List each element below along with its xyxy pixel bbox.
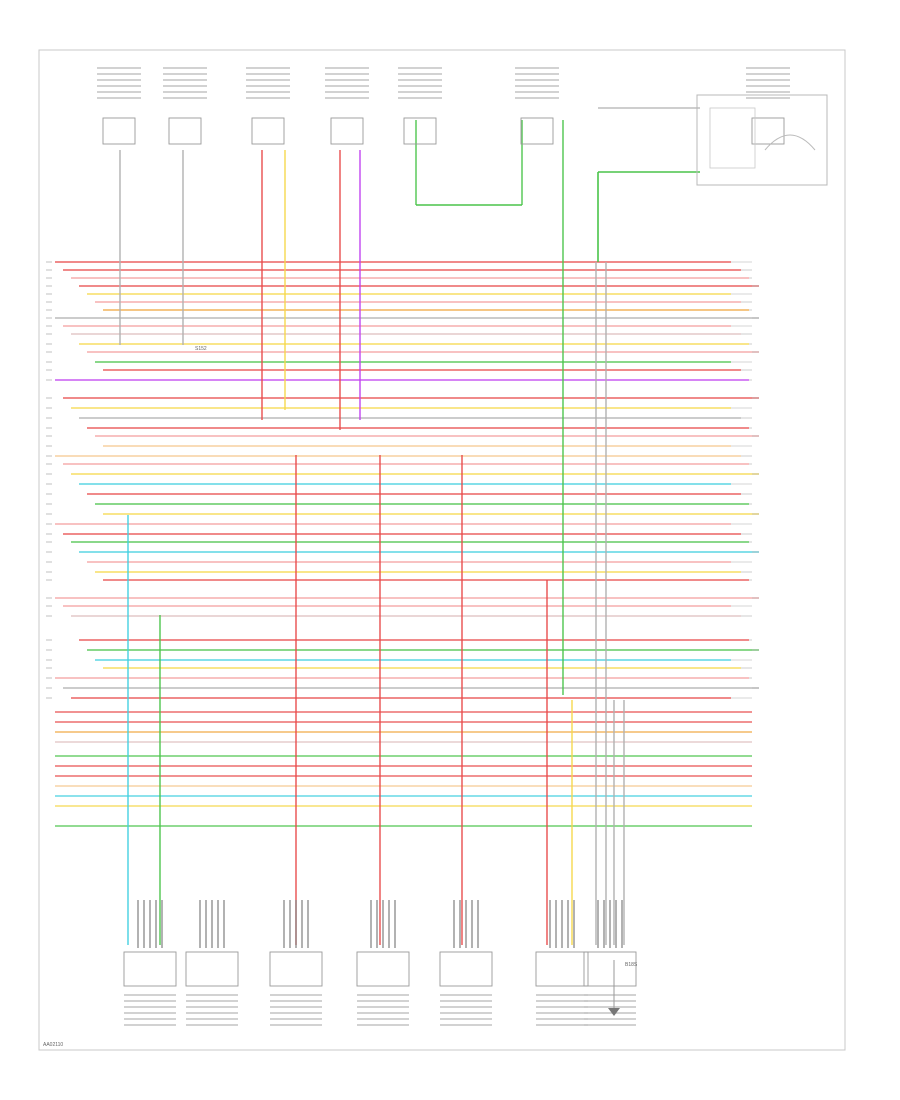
top-component [246, 67, 290, 145]
top-component [398, 67, 442, 145]
top-component [163, 67, 207, 145]
splice-label: S152 [195, 346, 207, 352]
bottom-components [123, 900, 637, 1026]
fuse-label: B18S [625, 962, 638, 968]
diagram-frame [38, 49, 846, 1051]
ground-symbol-icon [608, 960, 620, 1016]
top-component [746, 67, 790, 145]
top-component [515, 67, 559, 145]
bottom-component [123, 900, 177, 1026]
bottom-component [269, 900, 323, 1026]
right-reference-box [696, 94, 828, 186]
bottom-component [185, 900, 239, 1026]
top-components [97, 67, 790, 145]
diagram-footer-code: AA02110 [43, 1042, 63, 1048]
wire-harness [46, 107, 759, 945]
bottom-component [439, 900, 493, 1026]
top-component [325, 67, 369, 145]
bottom-component [583, 900, 637, 1026]
top-component [97, 67, 141, 145]
bottom-component [356, 900, 410, 1026]
bottom-component [535, 900, 589, 1026]
